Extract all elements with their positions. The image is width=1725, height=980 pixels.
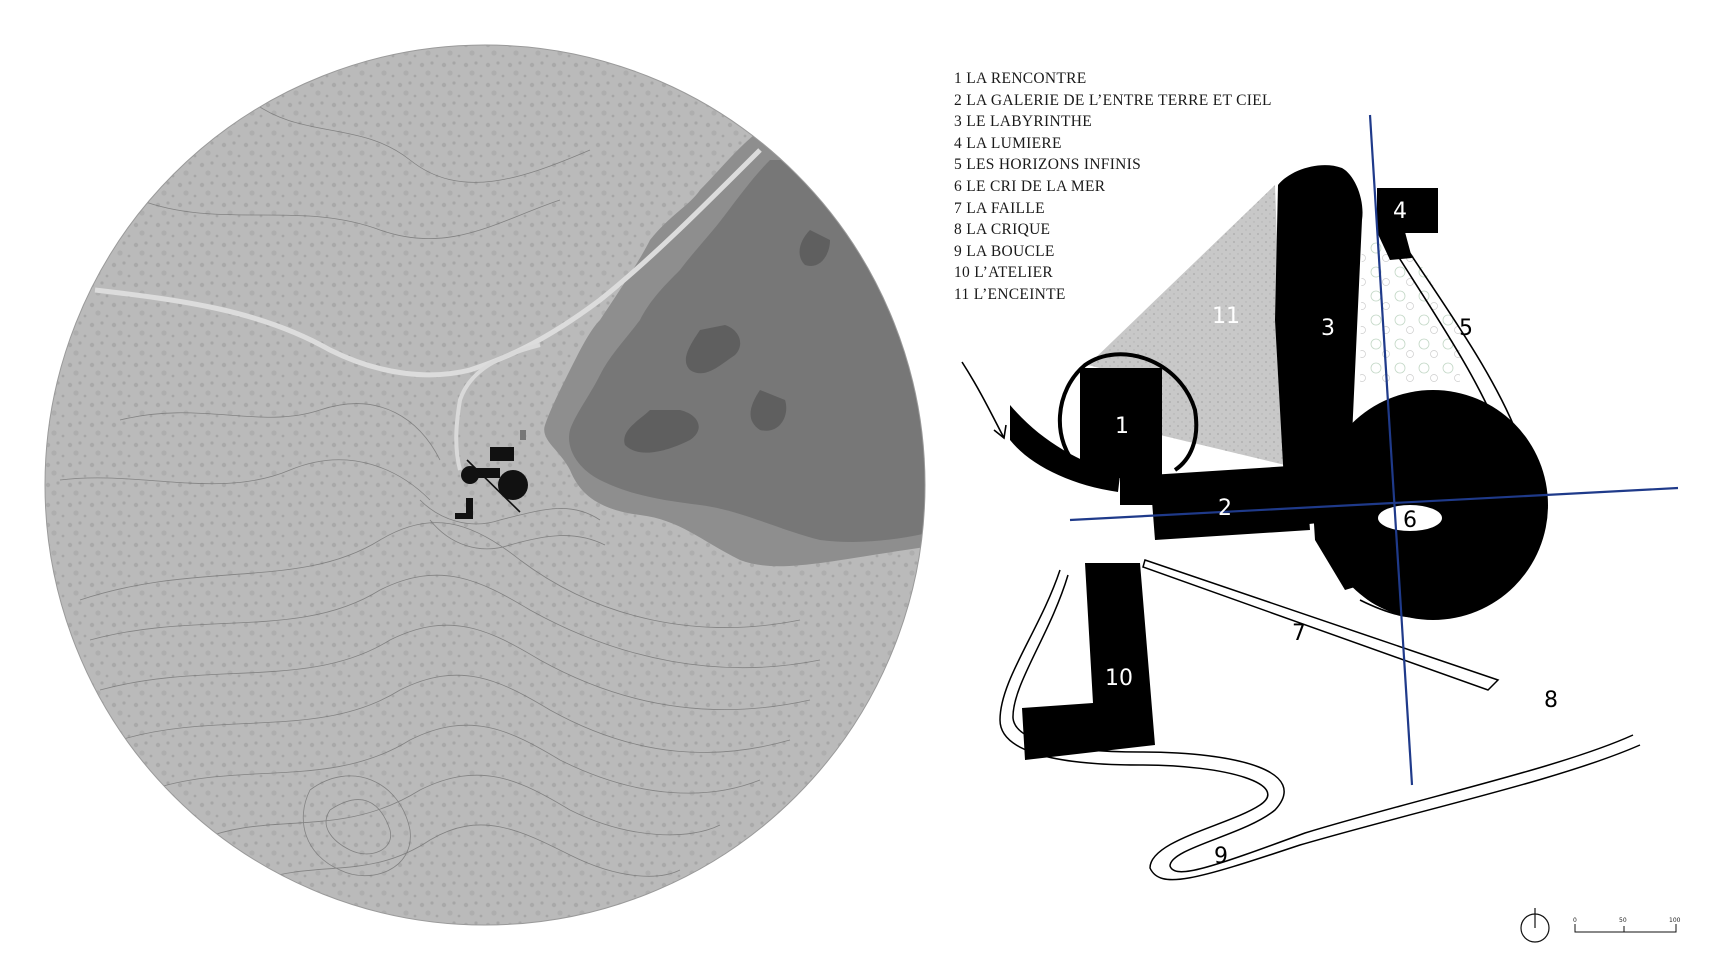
block-1-rencontre [1080,368,1162,478]
legend-label: LA GALERIE DE L’ENTRE TERRE ET CIEL [966,91,1272,109]
program-legend: 1 LA RENCONTRE 2 LA GALERIE DE L’ENTRE T… [954,68,1272,306]
block-3-labyrinth [1275,165,1363,525]
block-1-foot [1120,470,1160,505]
block-10-atelier [1022,563,1155,760]
scale-tick-0: 0 [1573,917,1577,924]
legend-item: 11 L’ENCEINTE [954,284,1272,306]
legend-num: 4 [954,134,963,152]
entry-wedge [1010,405,1120,492]
label-2: 2 [1218,496,1232,521]
legend-item: 6 LE CRI DE LA MER [954,176,1272,198]
enclosure-11 [1088,185,1285,465]
road [94,148,762,378]
contour-lines [59,99,821,881]
plan-numerals: 11 3 4 1 2 6 10 [1105,199,1417,691]
legend-item: 8 LA CRIQUE [954,219,1272,241]
legend-num: 7 [954,199,963,217]
legend-label: LES HORIZONS INFINIS [966,156,1142,174]
label-6: 6 [1403,508,1417,533]
label-1: 1 [1115,414,1129,439]
block-2-gallery [1150,465,1310,540]
legend-label: L’ENCEINTE [973,285,1066,303]
label-5: 5 [1459,316,1473,341]
scale-bar: 0 50 100 [1573,917,1681,933]
block-4-lumiere [1377,188,1438,233]
block-4-stem [1377,232,1412,260]
label-8: 8 [1544,688,1558,713]
legend-num: 6 [954,177,963,195]
site-map-disc [44,44,926,926]
legend-label: LA CRIQUE [966,221,1051,239]
path-9-boucle [999,569,1641,881]
plan-diagram [961,114,1679,881]
axis-lines [1069,114,1679,786]
scale-tick-50: 50 [1619,917,1627,924]
sea-dark [624,230,830,453]
label-9: 9 [1214,844,1228,869]
axis-horizontal [1069,486,1679,522]
legend-item: 3 LE LABYRINTHE [954,111,1272,133]
access-path [454,343,541,471]
legend-num: 2 [954,91,963,109]
legend-item: 2 LA GALERIE DE L’ENTRE TERRE ET CIEL [954,90,1272,112]
block-6-connector [1310,420,1445,590]
legend-num: 5 [954,156,963,174]
label-4: 4 [1393,199,1407,224]
scale-tick-100: 100 [1669,917,1681,924]
site-building-footprint [455,430,528,519]
legend-label: LE CRI DE LA MER [966,177,1106,195]
legend-item: 7 LA FAILLE [954,198,1272,220]
legend-item: 4 LA LUMIERE [954,133,1272,155]
legend-num: 9 [954,242,963,260]
axis-vertical [1368,114,1414,786]
label-7: 7 [1292,621,1306,646]
legend-num: 10 [954,264,971,282]
legend-num: 8 [954,221,963,239]
legend-label: LE LABYRINTHE [966,113,1092,131]
legend-item: 5 LES HORIZONS INFINIS [954,154,1272,176]
legend-label: LA RENCONTRE [966,70,1087,87]
legend-label: LA FAILLE [966,199,1045,217]
label-3: 3 [1321,316,1335,341]
block-7-faille [1142,559,1500,691]
north-arrow-icon [1520,908,1550,943]
legend-label: LA LUMIERE [966,134,1062,152]
plan-numerals-dark: 5 7 8 9 [1214,316,1558,869]
legend-num: 11 [954,285,970,303]
legend-item: 9 LA BOUCLE [954,241,1272,263]
legend-item: 1 LA RENCONTRE [954,68,1272,90]
label-11: 11 [1212,304,1240,329]
entry-arrow-icon [961,361,1007,440]
legend-item: 10 L’ATELIER [954,262,1272,284]
path-9-boucle-edge [1012,574,1634,873]
garden-zone [1360,238,1460,385]
legend-num: 1 [954,70,963,87]
label-10: 10 [1105,666,1133,691]
legend-num: 3 [954,113,963,131]
legend-label: L’ATELIER [974,264,1054,282]
legend-label: LA BOUCLE [966,242,1055,260]
block-1-ring [1058,352,1199,472]
